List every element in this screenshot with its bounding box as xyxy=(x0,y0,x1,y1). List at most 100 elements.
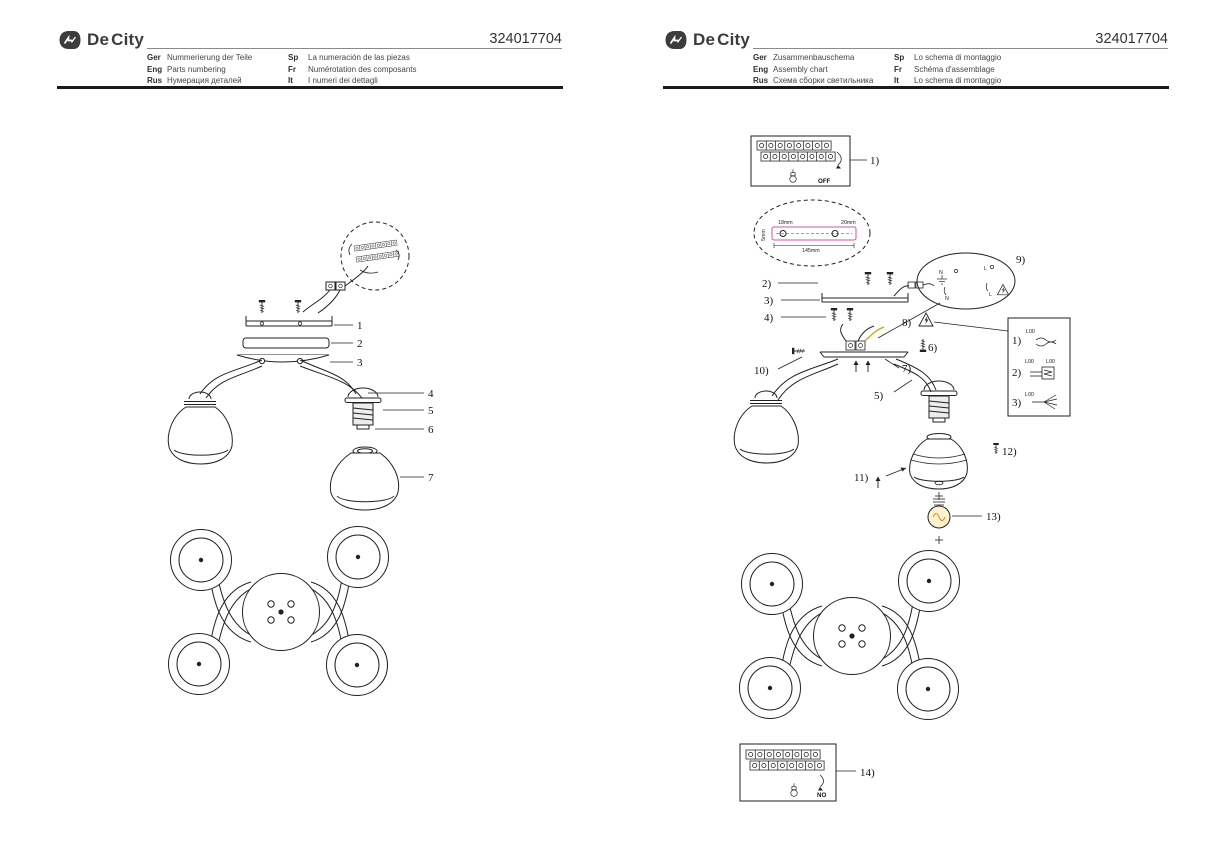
finial-screw-icon xyxy=(992,442,1000,455)
header-rule-thick xyxy=(57,86,563,89)
glass-shade-left xyxy=(167,391,233,465)
wire-l-label: L xyxy=(989,292,992,298)
shade-holder-socket xyxy=(920,380,958,423)
wire-connection-box xyxy=(1007,317,1071,417)
mounting-bracket xyxy=(245,316,333,327)
drilling-template xyxy=(753,199,871,267)
step8-warning xyxy=(918,312,1009,332)
wiring-diagram xyxy=(877,252,1016,339)
step11-shade xyxy=(875,433,968,500)
part-label-2: 2 xyxy=(357,338,363,350)
step-label-4: 4) xyxy=(764,312,774,324)
terminal-zoom-detail xyxy=(340,221,410,291)
wirebox-row2-l00a: L00 xyxy=(1025,359,1034,365)
decity-logo-icon xyxy=(665,31,687,49)
light-bulb xyxy=(927,498,982,544)
part-label-6: 6 xyxy=(428,424,434,436)
part-labels: 1 2 3 4 5 6 7 xyxy=(357,320,434,484)
part-label-4: 4 xyxy=(428,388,434,400)
bracket-mounting xyxy=(778,271,935,322)
wirebox-row2-l00b: L00 xyxy=(1046,359,1055,365)
step-label-9: 9) xyxy=(1016,254,1026,266)
screw-icon xyxy=(258,299,266,314)
dim-145mm: 145mm xyxy=(802,248,820,254)
fixture-plan-view xyxy=(739,550,960,720)
step-label-7: 7) xyxy=(902,363,912,375)
step-label-13: 13) xyxy=(986,511,1001,523)
arm-right xyxy=(893,358,937,393)
header-rule-thin xyxy=(753,48,1168,49)
screw-icon xyxy=(294,299,302,314)
step-label-2: 2) xyxy=(762,278,772,290)
off-label: OFF xyxy=(818,178,831,185)
fixture-plan-view xyxy=(168,526,389,696)
part-label-1: 1 xyxy=(357,320,363,332)
screw-icon xyxy=(919,338,927,353)
no-label: NO xyxy=(817,792,826,799)
parts-numbering-diagram: 1 2 3 4 5 6 7 xyxy=(167,221,434,696)
product-code: 324017704 xyxy=(1095,31,1168,47)
assembly-chart-diagram: 1) 2) 3) 4) 5) 6) 7) 8) 9) 10) 11) 12) 1… xyxy=(733,135,1071,802)
canopy-assembly xyxy=(777,323,913,393)
step-label-8: 8) xyxy=(902,317,912,329)
step-label-3: 3) xyxy=(764,295,774,307)
wire-n-label: N xyxy=(939,270,943,276)
header-rule-thick xyxy=(663,86,1169,89)
wirebox-row2-num: 2) xyxy=(1012,367,1022,379)
wirebox-row3-l00: L00 xyxy=(1025,392,1034,398)
product-code: 324017704 xyxy=(489,31,562,47)
canopy-base xyxy=(242,337,330,349)
decity-logo-icon xyxy=(59,31,81,49)
step-label-10: 10) xyxy=(754,365,769,377)
step-label-11: 11) xyxy=(854,472,869,484)
step-label-14: 14) xyxy=(860,767,875,779)
wire-l-label: L xyxy=(984,266,987,272)
shade-holder-socket xyxy=(344,387,382,430)
dim-20mm: 20mm xyxy=(841,220,856,226)
wirebox-row1-l00: L00 xyxy=(1026,329,1035,335)
part-label-7: 7 xyxy=(428,472,434,484)
step1-power-off-box xyxy=(750,135,867,187)
step-label-6: 6) xyxy=(928,342,938,354)
step14-power-on-box xyxy=(739,743,856,802)
arm-left xyxy=(199,359,263,399)
arm-left xyxy=(771,358,839,401)
dim-18mm: 18mm xyxy=(778,220,793,226)
wire-connector xyxy=(302,265,369,314)
step-label-5: 5) xyxy=(874,390,884,402)
dim-5mm: 5mm xyxy=(761,229,767,241)
part-label-5: 5 xyxy=(428,405,434,417)
glass-shade-left xyxy=(733,390,799,464)
arm-right xyxy=(299,359,363,399)
step-label-1: 1) xyxy=(870,155,880,167)
wirebox-row3-num: 3) xyxy=(1012,397,1022,409)
wire-n-label: N xyxy=(945,296,949,302)
canopy-cover xyxy=(236,354,330,365)
part-label-3: 3 xyxy=(357,357,363,369)
wirebox-row1-num: 1) xyxy=(1012,335,1022,347)
step-labels: 1) 2) 3) 4) 5) 6) 7) 8) 9) 10) 11) 12) 1… xyxy=(754,155,1055,799)
step-label-12: 12) xyxy=(1002,446,1017,458)
